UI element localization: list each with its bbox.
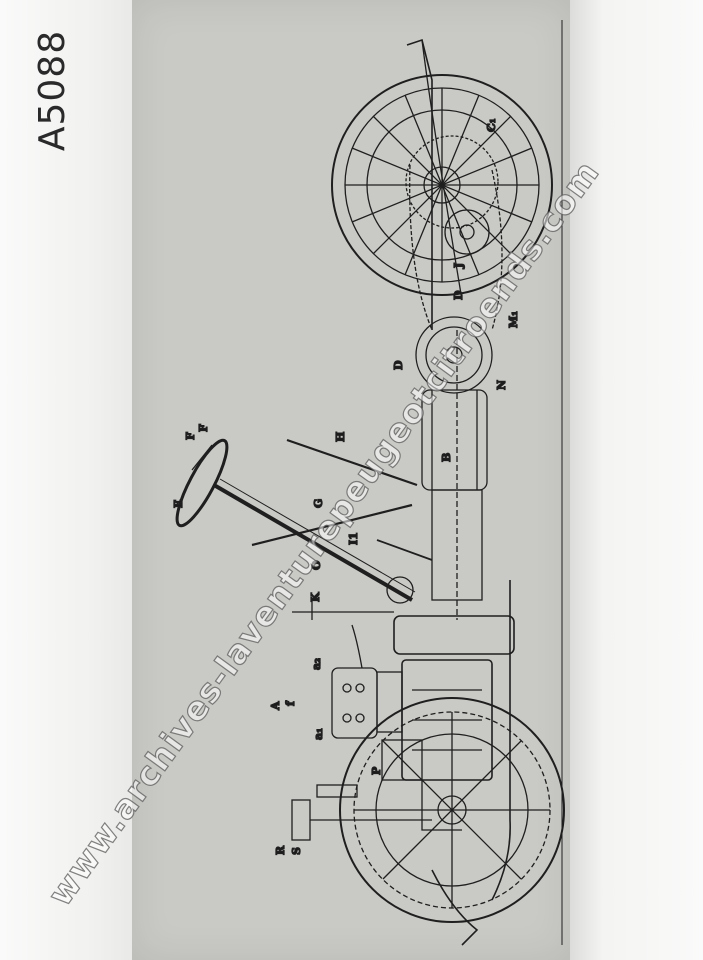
callout-D: D: [392, 360, 405, 370]
rear-spring: [406, 38, 433, 330]
chassis-engraving-plate: C₁ M₁ D N B H G I1 O K E F F a₂ f A a₁ P…: [132, 0, 570, 960]
front-wheel: [339, 697, 565, 923]
callout-I1: I1: [347, 532, 360, 545]
callout-A: A: [269, 701, 282, 711]
callout-N: N: [495, 380, 508, 390]
callout-O: O: [310, 560, 323, 570]
callout-M1: M₁: [507, 311, 520, 328]
callout-P: P: [370, 767, 383, 775]
engine: [331, 624, 493, 781]
starting-handle: [316, 784, 358, 798]
brake-drum: [415, 316, 493, 394]
callout-C1: C₁: [485, 118, 498, 132]
front-spring: [431, 869, 479, 946]
pedal-I1: [376, 539, 433, 561]
callout-G: G: [312, 499, 325, 508]
steering-assembly: [175, 438, 416, 604]
right-margin: [570, 0, 703, 960]
lever-H: [286, 438, 418, 487]
callout-F1: F: [197, 424, 210, 432]
flywheel: [393, 615, 515, 655]
radiator-cap: [291, 799, 311, 841]
front-frame: [491, 580, 511, 901]
callout-a2: a₂: [310, 658, 323, 670]
rear-sprocket-chain: [405, 135, 503, 331]
callout-labels: C₁ M₁ D N B H G I1 O K E F F a₂ f A a₁ P…: [171, 118, 520, 856]
callout-H: H: [334, 432, 347, 442]
callout-B: B: [440, 453, 453, 462]
rear-wheel: [331, 74, 553, 296]
callout-J: J: [452, 263, 465, 269]
lever-G: [251, 503, 413, 547]
callout-K: K: [309, 592, 322, 602]
callout-R: R: [274, 845, 287, 855]
callout-a1: a₁: [312, 728, 325, 740]
gearbox: [421, 330, 488, 620]
callout-F: F: [184, 432, 197, 440]
callout-E: E: [172, 500, 185, 508]
reference-code: A5088: [32, 29, 74, 152]
chassis-drawing: C₁ M₁ D N B H G I1 O K E F F a₂ f A a₁ P…: [171, 20, 565, 946]
left-margin: A5088: [0, 0, 132, 960]
callout-D1: D: [452, 290, 465, 300]
callout-f: f: [284, 700, 297, 706]
callout-S: S: [290, 847, 303, 855]
